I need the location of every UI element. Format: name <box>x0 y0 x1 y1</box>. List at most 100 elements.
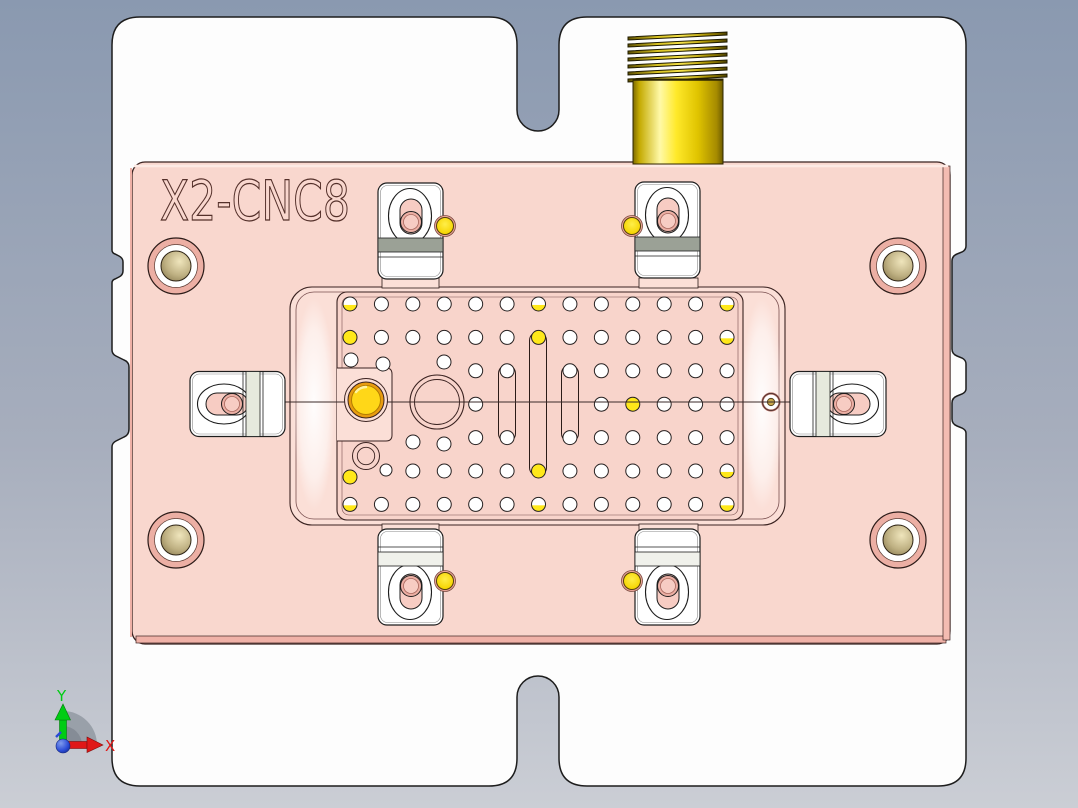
fixture-hole[interactable] <box>719 496 735 512</box>
fixture-hole[interactable] <box>688 363 704 379</box>
fixture-hole[interactable] <box>562 463 578 479</box>
fixture-hole[interactable] <box>625 363 641 379</box>
fixture-hole[interactable] <box>436 436 452 452</box>
fixture-hole[interactable] <box>719 396 735 412</box>
fixture-hole[interactable] <box>656 463 672 479</box>
threaded-post[interactable] <box>627 31 728 165</box>
corner-screw[interactable] <box>147 237 205 295</box>
fixture-hole[interactable] <box>593 396 609 412</box>
fixture-hole[interactable] <box>656 363 672 379</box>
fixture-hole[interactable] <box>531 329 547 345</box>
fixture-hole[interactable] <box>656 329 672 345</box>
slot[interactable] <box>529 331 547 477</box>
fixture-hole[interactable] <box>625 463 641 479</box>
fixture-hole[interactable] <box>688 463 704 479</box>
fixture-hole[interactable] <box>499 496 515 512</box>
fixture-hole[interactable] <box>688 496 704 512</box>
fixture-hole[interactable] <box>436 463 452 479</box>
fixture-hole[interactable] <box>499 296 515 312</box>
fixture-hole[interactable] <box>562 496 578 512</box>
fixture-hole[interactable] <box>405 329 421 345</box>
gold-pin[interactable] <box>434 570 456 592</box>
fixture-hole[interactable] <box>343 352 359 368</box>
fixture-hole[interactable] <box>593 463 609 479</box>
clamp-left[interactable] <box>189 370 286 438</box>
fixture-hole[interactable] <box>468 463 484 479</box>
fixture-hole[interactable] <box>499 430 515 446</box>
fixture-hole[interactable] <box>719 363 735 379</box>
clamp-top-left[interactable] <box>377 182 444 280</box>
fixture-hole[interactable] <box>625 296 641 312</box>
fixture-hole[interactable] <box>342 329 358 345</box>
fixture-hole[interactable] <box>436 296 452 312</box>
fixture-hole[interactable] <box>468 329 484 345</box>
fixture-hole[interactable] <box>436 496 452 512</box>
fixture-hole[interactable] <box>562 430 578 446</box>
fixture-hole[interactable] <box>342 469 358 485</box>
corner-screw[interactable] <box>869 511 927 569</box>
fixture-hole[interactable] <box>468 496 484 512</box>
fixture-hole[interactable] <box>405 496 421 512</box>
fixture-hole[interactable] <box>499 463 515 479</box>
fixture-hole[interactable] <box>373 296 389 312</box>
ring-boss[interactable] <box>409 374 465 430</box>
gold-pin[interactable] <box>621 215 643 237</box>
corner-screw[interactable] <box>147 511 205 569</box>
clamp-right[interactable] <box>789 370 887 438</box>
fixture-hole[interactable] <box>719 296 735 312</box>
fixture-hole[interactable] <box>593 363 609 379</box>
fixture-hole[interactable] <box>719 329 735 345</box>
fixture-hole[interactable] <box>593 430 609 446</box>
fixture-hole[interactable] <box>375 356 391 372</box>
fixture-hole[interactable] <box>405 296 421 312</box>
clamp-bottom-left[interactable] <box>377 528 444 626</box>
fixture-hole[interactable] <box>688 296 704 312</box>
clamp-button[interactable] <box>344 378 388 422</box>
fixture-hole[interactable] <box>688 430 704 446</box>
fixture-hole[interactable] <box>499 329 515 345</box>
fixture-hole[interactable] <box>625 396 641 412</box>
fixture-hole[interactable] <box>379 463 393 477</box>
fixture-hole[interactable] <box>562 363 578 379</box>
fixture-hole[interactable] <box>531 296 547 312</box>
fixture-hole[interactable] <box>373 329 389 345</box>
fixture-hole[interactable] <box>342 496 358 512</box>
fixture-hole[interactable] <box>593 496 609 512</box>
fixture-hole[interactable] <box>562 296 578 312</box>
clamp-bottom-right[interactable] <box>634 528 701 626</box>
fixture-hole[interactable] <box>593 296 609 312</box>
fixture-hole[interactable] <box>625 496 641 512</box>
gold-pin[interactable] <box>434 215 456 237</box>
fixture-hole[interactable] <box>531 496 547 512</box>
gold-pin[interactable] <box>621 570 643 592</box>
fixture-hole[interactable] <box>468 430 484 446</box>
corner-screw[interactable] <box>869 237 927 295</box>
fixture-hole[interactable] <box>656 496 672 512</box>
fixture-hole[interactable] <box>468 296 484 312</box>
fixture-hole[interactable] <box>656 396 672 412</box>
fixture-hole[interactable] <box>719 463 735 479</box>
fixture-hole[interactable] <box>593 329 609 345</box>
fixture-hole[interactable] <box>373 496 389 512</box>
fixture-hole[interactable] <box>499 363 515 379</box>
small-boss[interactable] <box>352 442 380 470</box>
fixture-hole[interactable] <box>719 430 735 446</box>
fixture-hole[interactable] <box>656 430 672 446</box>
fixture-hole[interactable] <box>656 296 672 312</box>
fixture-hole[interactable] <box>562 329 578 345</box>
fixture-hole[interactable] <box>436 329 452 345</box>
fixture-hole[interactable] <box>468 396 484 412</box>
fixture-hole[interactable] <box>688 329 704 345</box>
clamp-top-right[interactable] <box>634 181 701 279</box>
hole-grid[interactable] <box>342 296 735 512</box>
fixture-hole[interactable] <box>531 463 547 479</box>
fixture-hole[interactable] <box>688 396 704 412</box>
fixture-hole[interactable] <box>625 329 641 345</box>
fixture-hole[interactable] <box>405 463 421 479</box>
fixture-hole[interactable] <box>342 296 358 312</box>
fixture-hole[interactable] <box>405 434 421 450</box>
fixture-hole[interactable] <box>625 430 641 446</box>
fixture-hole[interactable] <box>436 354 452 370</box>
fixture-hole[interactable] <box>468 363 484 379</box>
